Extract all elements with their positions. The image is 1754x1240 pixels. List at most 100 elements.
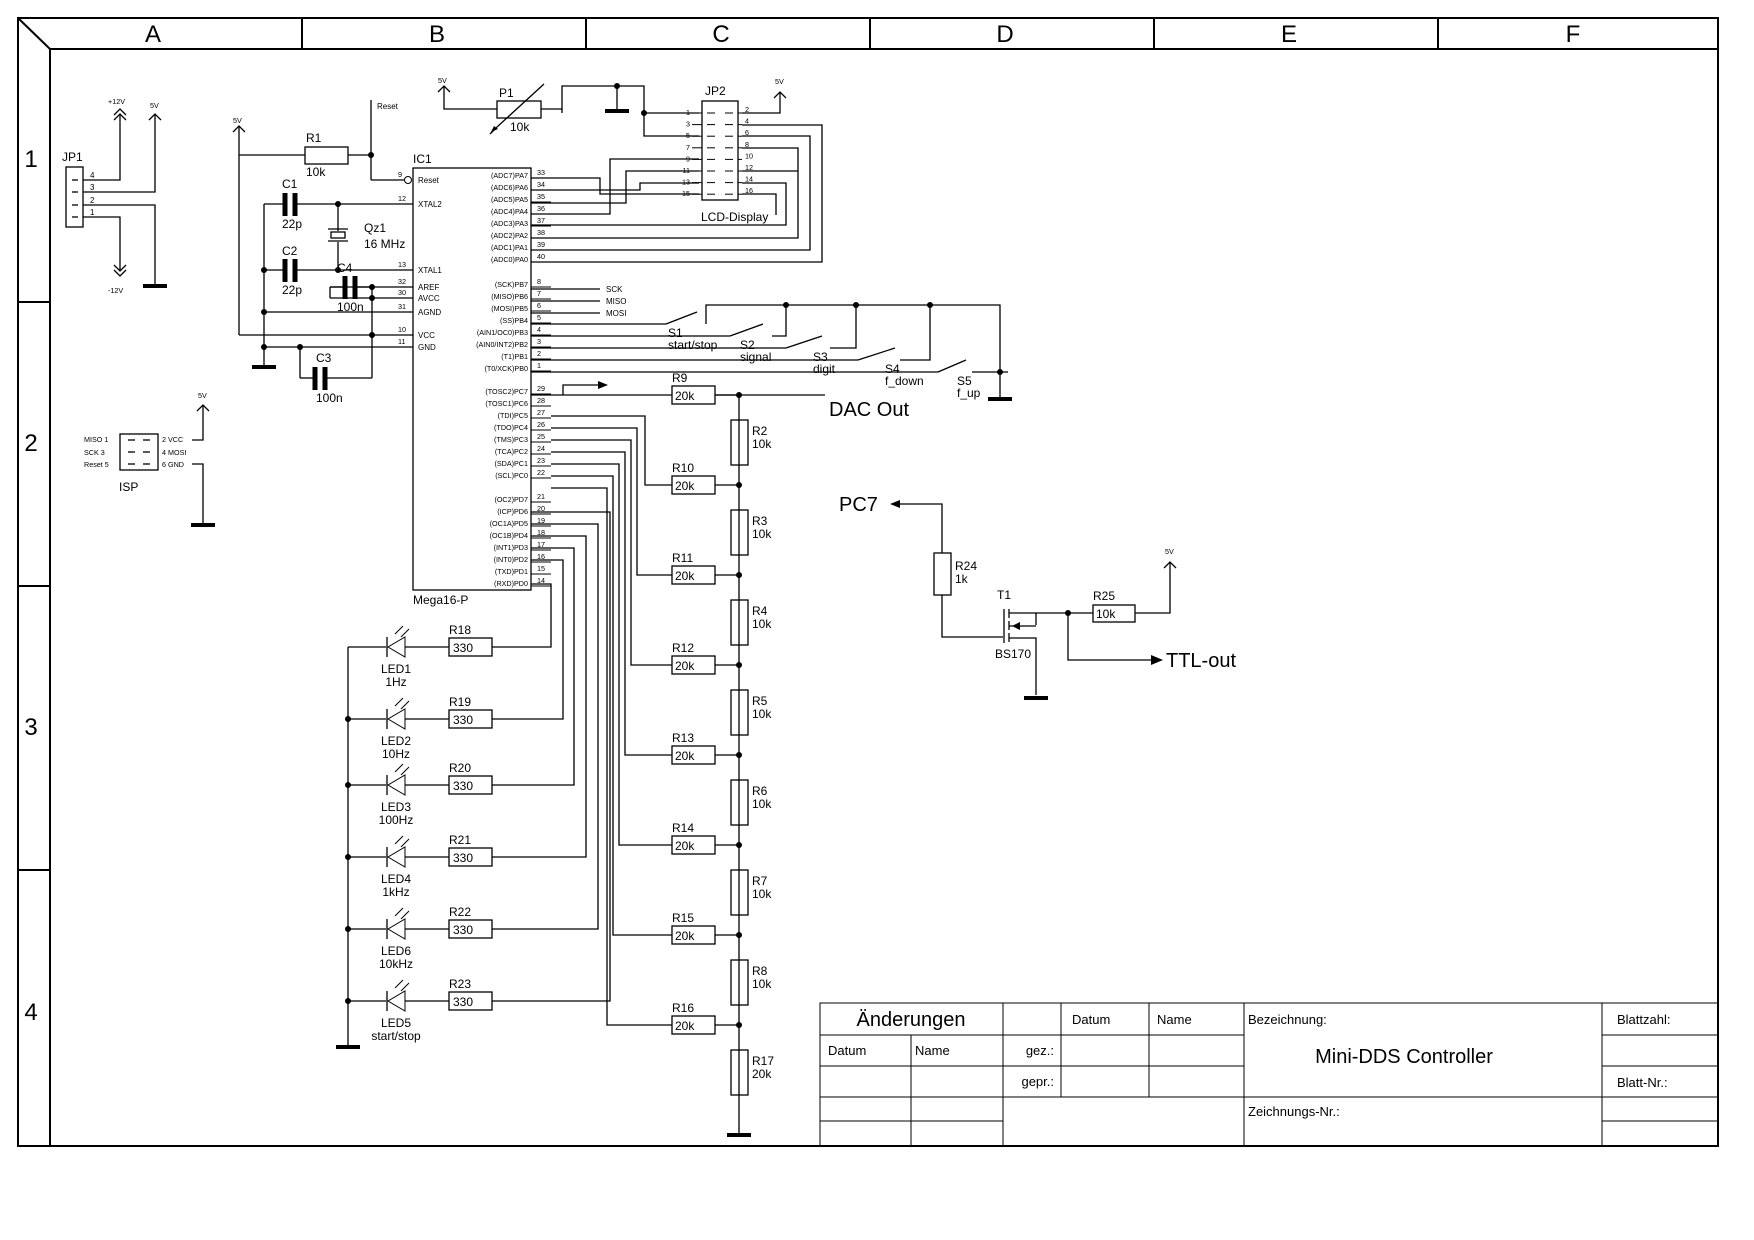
led-label-led4: LED4 <box>381 872 411 886</box>
ic1-right-pin-label-8: (SCK)PB7 <box>495 280 528 289</box>
ic1-right-pin-label-14: (RXD)PD0 <box>494 579 528 588</box>
ladder-rung-resistor-r17 <box>730 1049 749 1096</box>
ladder-rung-resistor-r3 <box>730 509 749 556</box>
ladder-series-value-r14: 20k <box>675 839 695 853</box>
jp2-left-pin-1: 1 <box>686 108 690 117</box>
ic1-pin-12-num: 12 <box>398 194 406 203</box>
s4-label: S4 <box>885 362 900 376</box>
ic1-right-pin-label-25: (TMS)PC3 <box>494 435 528 444</box>
ic1-pin-13-num: 13 <box>398 260 406 269</box>
ladder-series-label-r12: R12 <box>672 641 694 655</box>
c3-label: C3 <box>316 351 332 365</box>
s2-function: signal <box>740 350 771 364</box>
qz1-label: Qz1 <box>364 221 386 235</box>
ic1-right-pin-label-20: (ICP)PD6 <box>497 507 528 516</box>
ic1-right-pin-num-8: 8 <box>537 277 541 286</box>
jp1-pin-1: 1 <box>90 208 95 217</box>
ladder-rung-label-r7: R7 <box>752 874 768 888</box>
ic1-right-pin-label-21: (OC2)PD7 <box>494 495 528 504</box>
ladder-rung-resistor-r5 <box>730 689 749 736</box>
ic1-right-pin-label-16: (INT0)PD2 <box>494 555 528 564</box>
ic1-right-pin-label-35: (ADC5)PA5 <box>491 195 528 204</box>
ladder-series-label-r14: R14 <box>672 821 694 835</box>
ladder-rung-resistor-r4 <box>730 599 749 646</box>
column-label-e: E <box>1281 21 1297 48</box>
jp1-label: JP1 <box>62 150 83 164</box>
jp2-lcd-label: LCD-Display <box>701 210 768 224</box>
ic1-right-pin-num-36: 36 <box>537 204 545 213</box>
date-column-header: Datum <box>1072 1012 1110 1027</box>
ladder-rung-value-r17: 20k <box>752 1067 772 1081</box>
ladder-rung-value-r7: 10k <box>752 887 772 901</box>
ic1-pin-11-num: 11 <box>398 337 405 346</box>
jp2-5v-label: 5V <box>775 77 784 86</box>
p1-potentiometer <box>496 100 542 119</box>
ttl-out-label: TTL-out <box>1166 650 1236 672</box>
jp2-left-pin-13: 13 <box>682 178 690 187</box>
title-block: Änderungen Datum Name Datum Name gez.: g… <box>819 1002 1719 1147</box>
led-resistor-value-r19: 330 <box>453 713 473 727</box>
name-column-header: Name <box>1157 1012 1192 1027</box>
isp-right-pin-6: 6 GND <box>162 460 184 469</box>
p1-label: P1 <box>499 86 514 100</box>
led-frequency-led2: 10Hz <box>382 747 410 761</box>
ic1-right-pin-label-19: (OC1A)PD5 <box>490 519 528 528</box>
ic1-right-pin-num-22: 22 <box>537 468 545 477</box>
c2-value: 22p <box>282 283 302 297</box>
p1-5v-label: 5V <box>438 76 447 85</box>
led-resistor-value-r22: 330 <box>453 923 473 937</box>
led-label-led3: LED3 <box>381 800 411 814</box>
dac-out-label: DAC Out <box>829 399 909 421</box>
isp-signal-miso: MISO <box>606 297 626 306</box>
ic1-right-pin-num-16: 16 <box>537 552 545 561</box>
ladder-rung-label-r4: R4 <box>752 604 768 618</box>
p1-value: 10k <box>510 120 530 134</box>
ic1-right-pin-label-2: (T1)PB1 <box>501 352 528 361</box>
isp-5v-label: 5V <box>198 391 207 400</box>
jp2-right-pin-14: 14 <box>745 175 753 184</box>
s1-label: S1 <box>668 326 683 340</box>
jp2-left-pin-7: 7 <box>686 143 690 152</box>
ic1-right-pin-label-33: (ADC7)PA7 <box>491 171 528 180</box>
pc7-net-label: PC7 <box>839 494 878 516</box>
column-label-d: D <box>996 21 1013 48</box>
ladder-series-value-r10: 20k <box>675 479 695 493</box>
led-resistor-label-r23: R23 <box>449 977 471 991</box>
t1-part: BS170 <box>995 647 1031 661</box>
ic1-right-pin-label-27: (TDI)PC5 <box>498 411 528 420</box>
c4-value: 100n <box>337 300 364 314</box>
led-resistor-label-r21: R21 <box>449 833 471 847</box>
ladder-series-value-r9: 20k <box>675 389 695 403</box>
ttl-output-stage: PC7 R24 1k T1 BS170 R25 10k 5V TTL-out <box>839 494 1236 700</box>
c2-label: C2 <box>282 244 298 258</box>
ladder-series-value-r13: 20k <box>675 749 695 763</box>
ic1-right-pin-label-1: (T0/XCK)PB0 <box>484 364 528 373</box>
changes-date-header: Datum <box>828 1043 866 1058</box>
ic1-pin-avcc: AVCC <box>418 294 440 303</box>
ic1-right-pin-label-22: (SCL)PC0 <box>495 471 528 480</box>
jp1-pin-4: 4 <box>90 171 95 180</box>
ic1-right-pin-num-27: 27 <box>537 408 545 417</box>
ladder-rung-value-r6: 10k <box>752 797 772 811</box>
jp2-left-pin-3: 3 <box>686 120 690 129</box>
r24-resistor <box>933 552 952 596</box>
sheet-number-label: Blatt-Nr.: <box>1617 1075 1668 1090</box>
ic1-right-pin-num-20: 20 <box>537 504 545 513</box>
c3-value: 100n <box>316 391 343 405</box>
ic1-right-pin-num-21: 21 <box>537 492 545 501</box>
jp1-pin-3: 3 <box>90 183 95 192</box>
isp-label: ISP <box>119 480 138 494</box>
jp1-pin-2: 2 <box>90 196 95 205</box>
ic1-right-pin-num-17: 17 <box>537 540 545 549</box>
ladder-rung-label-r6: R6 <box>752 784 768 798</box>
ic1-right-pin-label-37: (ADC3)PA3 <box>491 219 528 228</box>
jp1-connector: JP1 4 3 2 1 +12V 5V -12V <box>62 97 167 295</box>
checked-by-label: gepr.: <box>1021 1074 1054 1089</box>
isp-left-pin-5: Reset 5 <box>84 460 109 469</box>
column-label-b: B <box>429 21 445 48</box>
ic1-right-pin-num-18: 18 <box>537 528 545 537</box>
jp2-right-pin-6: 6 <box>745 128 749 137</box>
ic1-right-pin-num-35: 35 <box>537 192 545 201</box>
ladder-series-value-r11: 20k <box>675 569 695 583</box>
